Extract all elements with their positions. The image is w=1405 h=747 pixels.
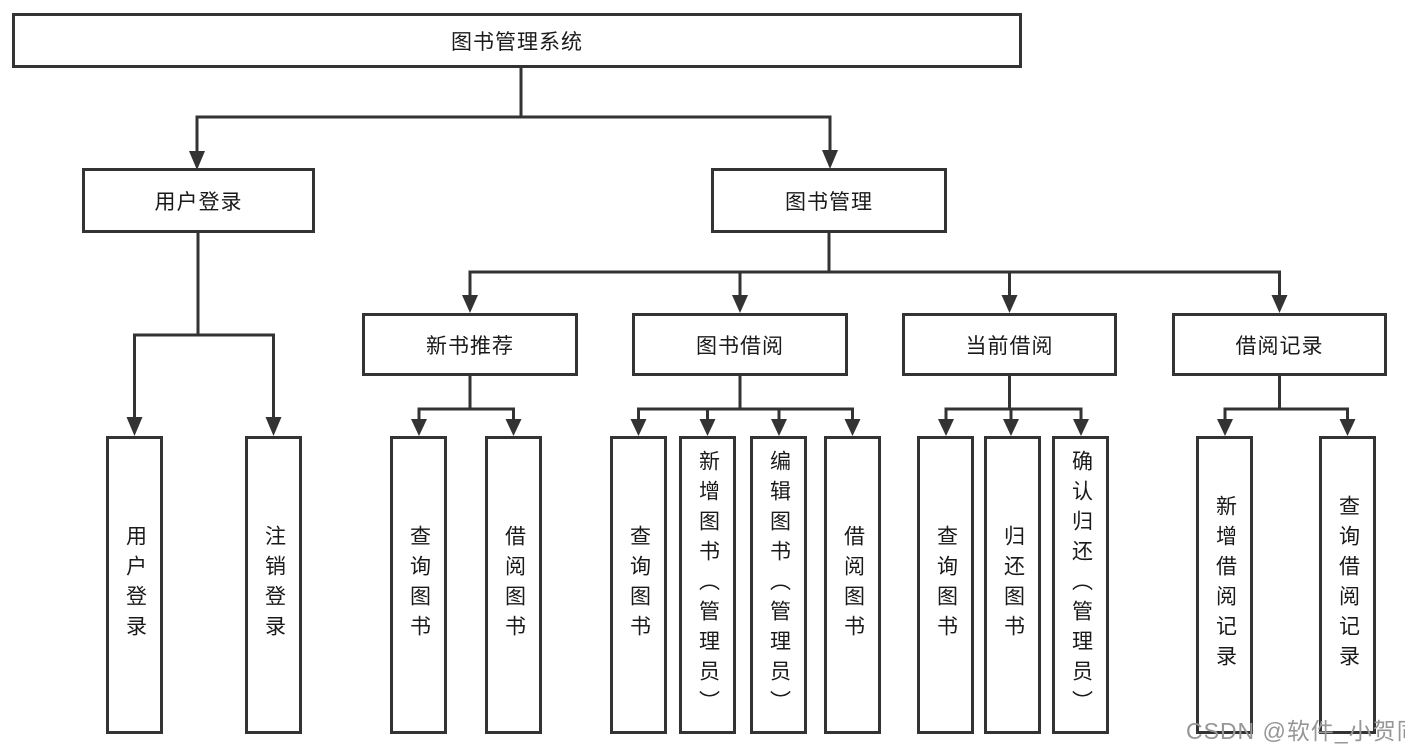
node-borrow-records: 借阅记录 [1172, 313, 1387, 376]
leaf-user-login: 用户登录 [106, 436, 163, 734]
csdn-watermark: CSDN @软件_小贺同学 [1186, 718, 1405, 744]
node-current-borrow: 当前借阅 [902, 313, 1117, 376]
node-book-management: 图书管理 [711, 168, 947, 233]
node-book-borrow: 图书借阅 [632, 313, 848, 376]
leaf-add-borrow-record: 新增借阅记录 [1196, 436, 1253, 734]
leaf-borrow-books-recommend: 借阅图书 [485, 436, 542, 734]
leaf-edit-books-admin: 编辑图书（管理员） [750, 436, 807, 734]
leaf-return-books: 归还图书 [984, 436, 1041, 734]
node-new-book-recommend: 新书推荐 [362, 313, 578, 376]
node-user-login: 用户登录 [82, 168, 315, 233]
leaf-query-books-borrow: 查询图书 [610, 436, 667, 734]
leaf-borrow-books: 借阅图书 [824, 436, 881, 734]
leaf-confirm-return-admin: 确认归还（管理员） [1052, 436, 1109, 734]
leaf-query-books-current: 查询图书 [917, 436, 974, 734]
node-root: 图书管理系统 [12, 13, 1022, 68]
leaf-query-borrow-record: 查询借阅记录 [1319, 436, 1376, 734]
leaf-add-books-admin: 新增图书（管理员） [679, 436, 736, 734]
leaf-query-books-recommend: 查询图书 [390, 436, 447, 734]
leaf-logout: 注销登录 [245, 436, 302, 734]
